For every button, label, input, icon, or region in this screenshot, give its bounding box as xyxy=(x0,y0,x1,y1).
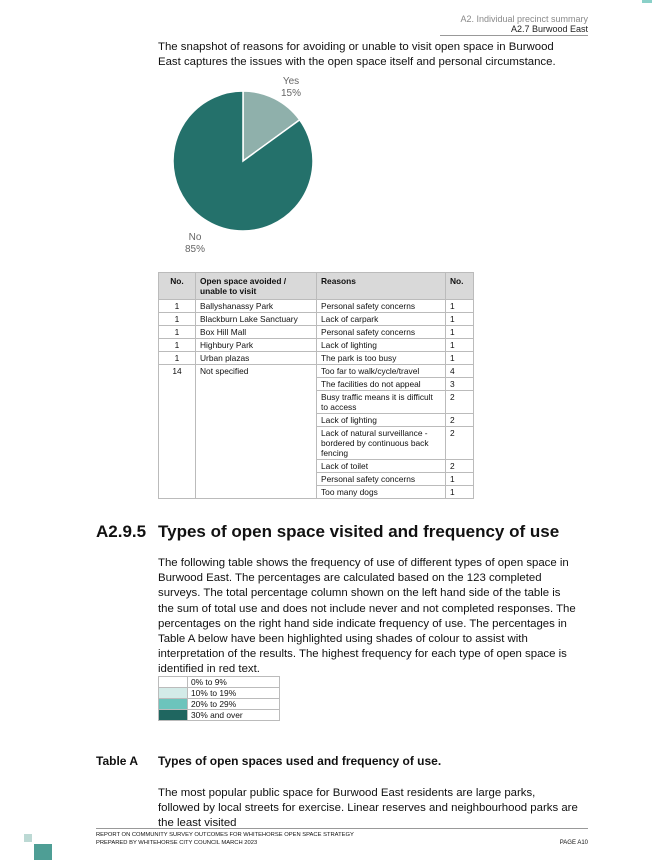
footer-prepared-by: PREPARED BY WHITEHORSE CITY COUNCIL MARC… xyxy=(96,840,258,846)
pie-label-no-name: No xyxy=(189,232,202,243)
pie-label-yes-name: Yes xyxy=(283,76,299,87)
running-header-section: A2. Individual precinct summary xyxy=(460,14,588,24)
corner-accent xyxy=(642,0,652,3)
row-reason: Personal safety concerns xyxy=(316,299,446,313)
row-count: 1 xyxy=(158,299,196,313)
pie-label-no-value: 85% xyxy=(185,244,205,255)
row-reason-count: 1 xyxy=(445,485,474,499)
footer-decor-square-small xyxy=(24,834,32,842)
row-count: 1 xyxy=(158,351,196,365)
footer-rule xyxy=(96,828,588,829)
row-open-space: Box Hill Mall xyxy=(195,325,317,339)
group-count: 14 xyxy=(158,364,196,499)
row-reason-count: 3 xyxy=(445,377,474,391)
table-row: Busy traffic means it is difficult to ac… xyxy=(159,390,474,414)
header-number: No. xyxy=(445,272,474,300)
row-reason: The facilities do not appeal xyxy=(316,377,446,391)
row-open-space: Blackburn Lake Sanctuary xyxy=(195,312,317,326)
row-reason-count: 1 xyxy=(445,338,474,352)
row-reason-count: 1 xyxy=(445,312,474,326)
row-reason: Too far to walk/cycle/travel xyxy=(316,364,446,378)
section-heading: Types of open space visited and frequenc… xyxy=(158,522,560,541)
legend-swatch xyxy=(158,698,188,710)
colour-legend: 0% to 9%10% to 19%20% to 29%30% and over xyxy=(158,676,280,721)
pie-chart: Yes 15% No 85% xyxy=(172,76,314,255)
header-rule xyxy=(440,35,588,36)
pie-slice-no xyxy=(172,90,314,232)
row-reason-count: 1 xyxy=(445,472,474,486)
row-reason-count: 1 xyxy=(445,351,474,365)
row-reason-count: 2 xyxy=(445,413,474,427)
table-header-row: No. Open space avoided / unable to visit… xyxy=(158,272,474,300)
row-reason: Lack of natural surveillance - bordered … xyxy=(316,426,446,460)
footer-decor-square-large xyxy=(34,844,52,860)
row-reason: Personal safety concerns xyxy=(316,472,446,486)
running-header-subsection: A2.7 Burwood East xyxy=(510,24,588,34)
row-count: 1 xyxy=(158,312,196,326)
header-open-space: Open space avoided / unable to visit xyxy=(195,272,317,300)
row-reason-count: 2 xyxy=(445,459,474,473)
legend-swatch xyxy=(158,687,188,699)
row-reason: The park is too busy xyxy=(316,351,446,365)
row-count: 1 xyxy=(158,338,196,352)
section-paragraph: The following table shows the frequency … xyxy=(158,557,576,676)
row-reason: Lack of carpark xyxy=(316,312,446,326)
row-open-space: Highbury Park xyxy=(195,338,317,352)
legend-row: 10% to 19% xyxy=(158,687,280,699)
row-reason: Personal safety concerns xyxy=(316,325,446,339)
group-open-space: Not specified xyxy=(195,364,317,499)
row-reason: Lack of lighting xyxy=(316,413,446,427)
table-a-title: Types of open spaces used and frequency … xyxy=(158,754,442,768)
legend-row: 0% to 9% xyxy=(158,676,280,688)
table-a-label: Table A xyxy=(96,754,139,768)
row-reason-count: 1 xyxy=(445,325,474,339)
legend-swatch xyxy=(158,676,188,688)
legend-row: 20% to 29% xyxy=(158,698,280,710)
header-count: No. xyxy=(158,272,196,300)
closing-paragraph: The most popular public space for Burwoo… xyxy=(158,787,578,830)
intro-paragraph: The snapshot of reasons for avoiding or … xyxy=(158,41,556,68)
header-reasons: Reasons xyxy=(316,272,446,300)
pie-slice-yes xyxy=(242,90,301,163)
row-count: 1 xyxy=(158,325,196,339)
row-open-space: Urban plazas xyxy=(195,351,317,365)
legend-label: 30% and over xyxy=(187,709,280,721)
row-reason: Lack of lighting xyxy=(316,338,446,352)
table-row: Lack of natural surveillance - bordered … xyxy=(159,426,474,460)
legend-label: 0% to 9% xyxy=(187,676,280,688)
row-reason-count: 1 xyxy=(445,299,474,313)
row-reason: Too many dogs xyxy=(316,485,446,499)
section-number: A2.9.5 xyxy=(96,522,147,541)
legend-row: 30% and over xyxy=(158,709,280,721)
row-reason: Busy traffic means it is difficult to ac… xyxy=(316,390,446,414)
legend-label: 20% to 29% xyxy=(187,698,280,710)
row-reason-count: 2 xyxy=(445,390,474,414)
page-number: PAGE A10 xyxy=(559,840,588,846)
pie-label-yes-value: 15% xyxy=(281,88,301,99)
row-reason-count: 4 xyxy=(445,364,474,378)
reasons-table: No. Open space avoided / unable to visit… xyxy=(158,272,474,499)
row-open-space: Ballyshanassy Park xyxy=(195,299,317,313)
legend-swatch xyxy=(158,709,188,721)
legend-label: 10% to 19% xyxy=(187,687,280,699)
row-reason: Lack of toilet xyxy=(316,459,446,473)
footer-report-title: REPORT ON COMMUNITY SURVEY OUTCOMES FOR … xyxy=(96,832,354,838)
row-reason-count: 2 xyxy=(445,426,474,460)
